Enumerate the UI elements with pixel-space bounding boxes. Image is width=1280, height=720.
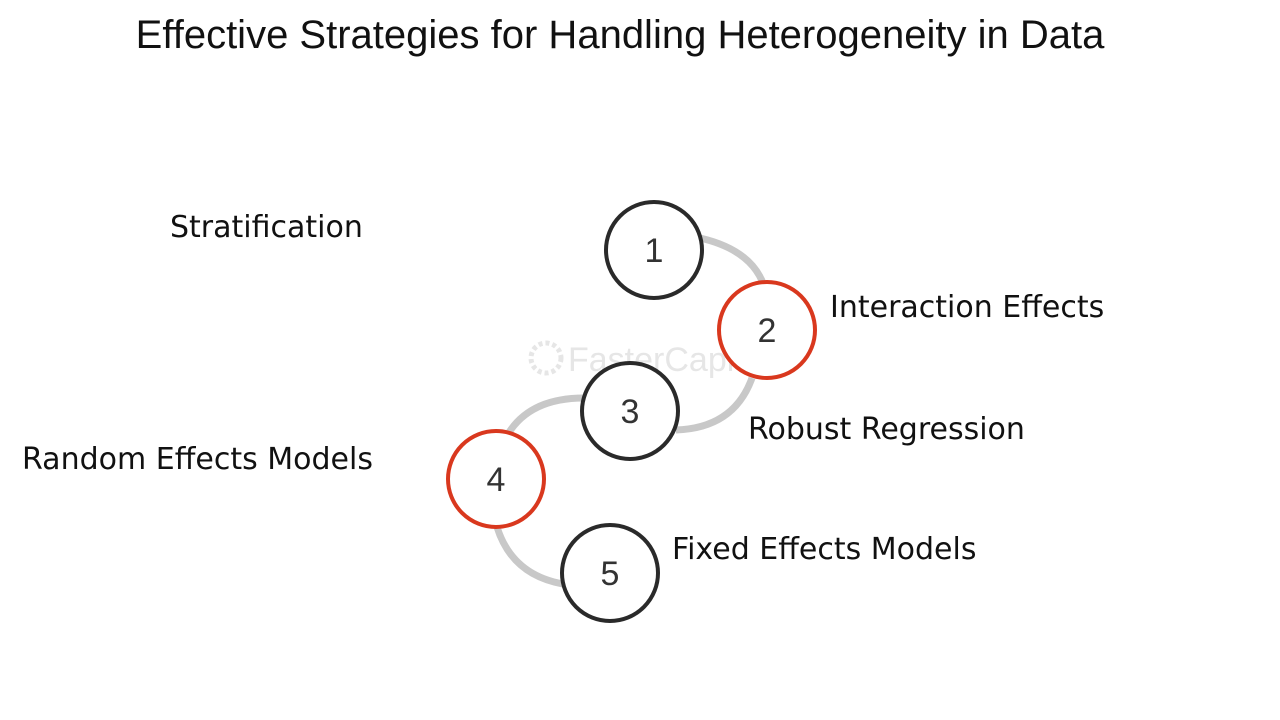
- step-4-number: 4: [487, 461, 506, 499]
- step-4-label: Random Effects Models: [22, 442, 373, 477]
- step-3-circle: [580, 361, 680, 461]
- connector-4-5: [493, 525, 564, 588]
- step-2: 2 Interaction Effects: [717, 280, 1104, 380]
- step-4: 4 Random Effects Models: [22, 429, 546, 529]
- page-title: Effective Strategies for Handling Hetero…: [135, 13, 1105, 57]
- step-5: 5 Fixed Effects Models: [560, 523, 976, 623]
- step-3-number: 3: [621, 393, 640, 431]
- step-3: 3 Robust Regression: [580, 361, 1025, 461]
- step-5-number: 5: [601, 555, 620, 593]
- connectors: [493, 234, 768, 588]
- step-1-circle: [604, 200, 704, 300]
- step-1: 1 Stratification: [170, 200, 704, 300]
- watermark-gear-icon: [528, 340, 564, 376]
- step-1-number: 1: [645, 232, 664, 270]
- connector-3-4: [505, 394, 585, 436]
- step-2-number: 2: [758, 312, 777, 350]
- step-2-label: Interaction Effects: [830, 290, 1104, 325]
- step-3-label: Robust Regression: [748, 412, 1025, 447]
- connector-1-2: [699, 234, 768, 288]
- step-2-circle: [717, 280, 817, 380]
- step-5-circle: [560, 523, 660, 623]
- connector-2-3: [675, 376, 756, 434]
- step-5-label: Fixed Effects Models: [672, 532, 976, 567]
- step-4-circle: [446, 429, 546, 529]
- step-1-label: Stratification: [170, 210, 363, 245]
